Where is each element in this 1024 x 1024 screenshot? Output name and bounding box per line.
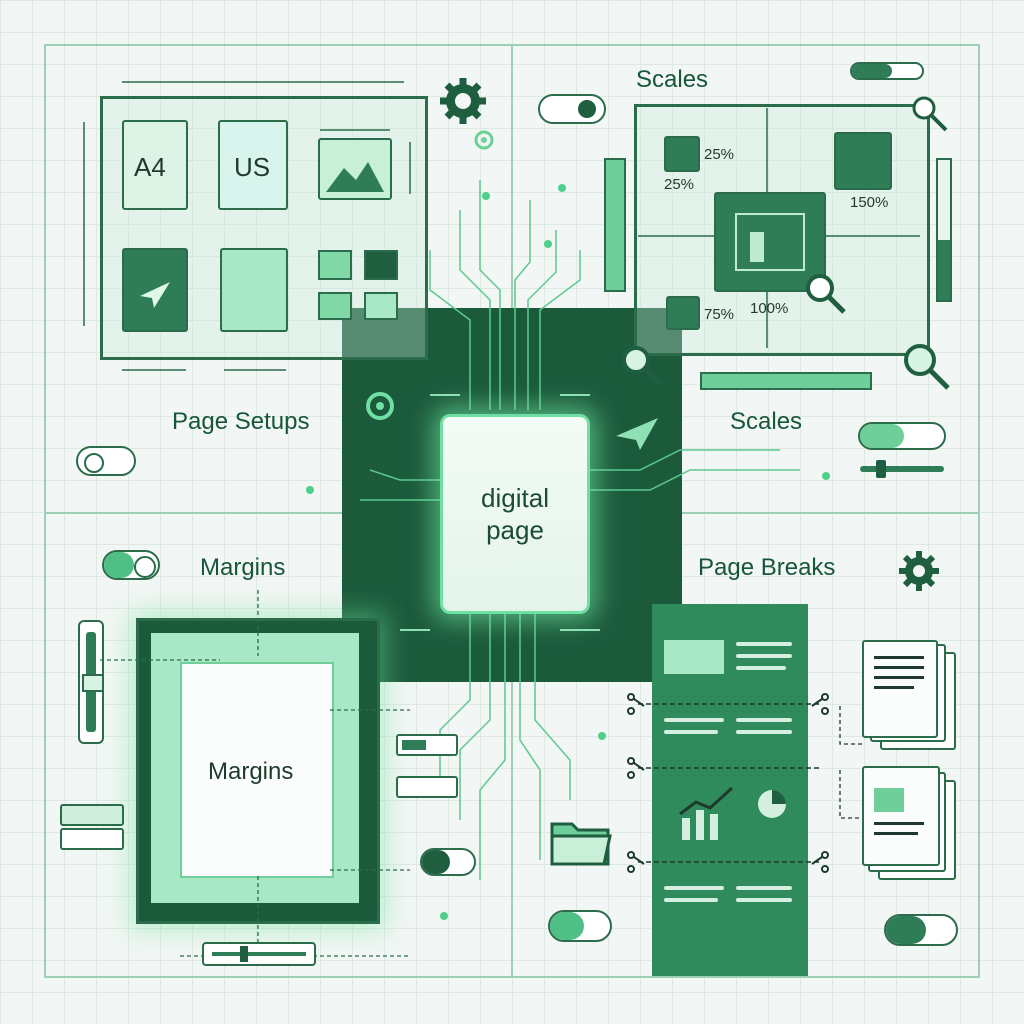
text-line — [664, 886, 724, 890]
scale-percent: 150% — [850, 194, 889, 211]
ruler-icon — [700, 372, 872, 390]
text-line — [736, 898, 792, 902]
text-line — [664, 898, 718, 902]
text-line — [736, 666, 786, 670]
text-line — [736, 642, 792, 646]
glow-dot — [482, 192, 490, 200]
paper-plane-icon — [616, 418, 658, 450]
us-paper-doc[interactable]: US — [218, 120, 288, 210]
margins-title: Margins — [200, 554, 286, 581]
glow-dot — [306, 486, 314, 494]
scales-top-title: Scales — [636, 66, 709, 93]
paper-plane-doc[interactable] — [122, 248, 188, 332]
horizontal-slider[interactable] — [202, 942, 316, 966]
text-line — [736, 730, 792, 734]
slider-toggle[interactable] — [850, 62, 924, 80]
margin-input[interactable] — [60, 828, 124, 850]
scissors-icon[interactable] — [810, 850, 830, 874]
blueprint-icon — [664, 136, 700, 172]
flow-arrows — [839, 706, 862, 819]
digital-page-line1: digital — [481, 483, 549, 513]
toggle-switch[interactable] — [884, 914, 958, 946]
glow-dot — [558, 184, 566, 192]
a4-paper-doc[interactable]: A4 — [122, 120, 188, 210]
text-line — [736, 654, 792, 658]
text-line — [736, 718, 792, 722]
scissors-icon[interactable] — [626, 850, 646, 874]
gear-icon[interactable] — [436, 74, 490, 128]
bar-chart-icon — [679, 786, 734, 840]
image-icon — [318, 138, 392, 200]
folder-icon[interactable] — [548, 814, 614, 868]
glow-dot — [544, 240, 552, 248]
scissors-icon[interactable] — [626, 692, 646, 716]
text-line — [664, 730, 718, 734]
toggle-switch[interactable] — [76, 446, 136, 476]
vertical-slider[interactable] — [78, 620, 104, 744]
pie-chart-icon — [758, 790, 786, 818]
page-break-doc[interactable] — [862, 766, 940, 866]
scissors-icon[interactable] — [810, 692, 830, 716]
gear-icon — [474, 130, 494, 150]
blueprint-icon[interactable] — [714, 192, 826, 292]
gear-icon[interactable] — [896, 548, 942, 594]
page-break-cut-lines — [638, 703, 820, 863]
toggle-switch[interactable] — [102, 550, 160, 580]
frame-right — [978, 44, 980, 978]
frame-left — [44, 44, 46, 978]
layout-block — [364, 250, 398, 280]
margin-input[interactable] — [396, 776, 458, 798]
us-label: US — [234, 152, 271, 182]
toggle-switch[interactable] — [858, 422, 946, 450]
scales-right-title: Scales — [730, 408, 803, 435]
text-line — [664, 718, 724, 722]
digital-page-line2: page — [486, 515, 544, 545]
text-line — [736, 886, 792, 890]
glow-dot — [440, 912, 448, 920]
a4-label: A4 — [134, 152, 166, 182]
digital-page[interactable]: digital page — [440, 414, 590, 614]
margin-input[interactable] — [60, 804, 124, 826]
glow-dot — [822, 472, 830, 480]
glow-dot — [598, 732, 606, 740]
toggle-switch[interactable] — [420, 848, 476, 876]
margin-input[interactable] — [396, 734, 458, 756]
page-setups-title: Page Setups — [172, 408, 310, 435]
scale-percent: 75% — [704, 306, 735, 323]
page-breaks-title: Page Breaks — [698, 554, 836, 581]
scale-percent: 25% — [704, 146, 735, 163]
vertical-slider[interactable] — [936, 158, 952, 302]
blueprint-icon — [666, 296, 700, 330]
scale-percent: 25% — [664, 176, 695, 193]
margin-guide-lines — [100, 590, 410, 957]
margins-content-area[interactable]: Margins — [180, 662, 334, 878]
margins-doc-label: Margins — [208, 758, 294, 785]
magnifier-icon[interactable] — [800, 268, 850, 318]
gear-icon — [366, 392, 394, 420]
toggle-switch[interactable] — [538, 94, 606, 124]
layout-block — [318, 292, 352, 320]
layout-block — [318, 250, 352, 280]
blueprint-icon — [834, 132, 892, 190]
page-setups-dimension-arrows — [83, 81, 411, 371]
toggle-switch[interactable] — [548, 910, 612, 942]
magnifier-icon[interactable] — [898, 338, 954, 394]
magnifier-icon[interactable] — [616, 340, 666, 390]
magnifier-icon[interactable] — [906, 90, 952, 136]
page-break-doc[interactable] — [862, 640, 938, 738]
scissors-icon[interactable] — [626, 756, 646, 780]
ruler-icon — [604, 158, 626, 292]
blank-page-doc[interactable] — [220, 248, 288, 332]
scale-percent: 100% — [750, 300, 789, 317]
content-block — [664, 640, 724, 674]
horizontal-slider[interactable] — [860, 460, 944, 478]
layout-block — [364, 292, 398, 320]
